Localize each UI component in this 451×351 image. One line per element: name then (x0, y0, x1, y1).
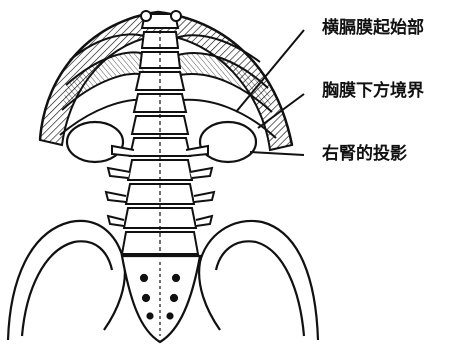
label-right-kidney-projection: 右腎的投影 (322, 146, 407, 163)
leader-line-kidney (250, 152, 304, 155)
label-diaphragm-origin: 横膈膜起始部 (322, 20, 424, 37)
label-pleura-lower-boundary: 胸膜下方境界 (322, 83, 424, 100)
